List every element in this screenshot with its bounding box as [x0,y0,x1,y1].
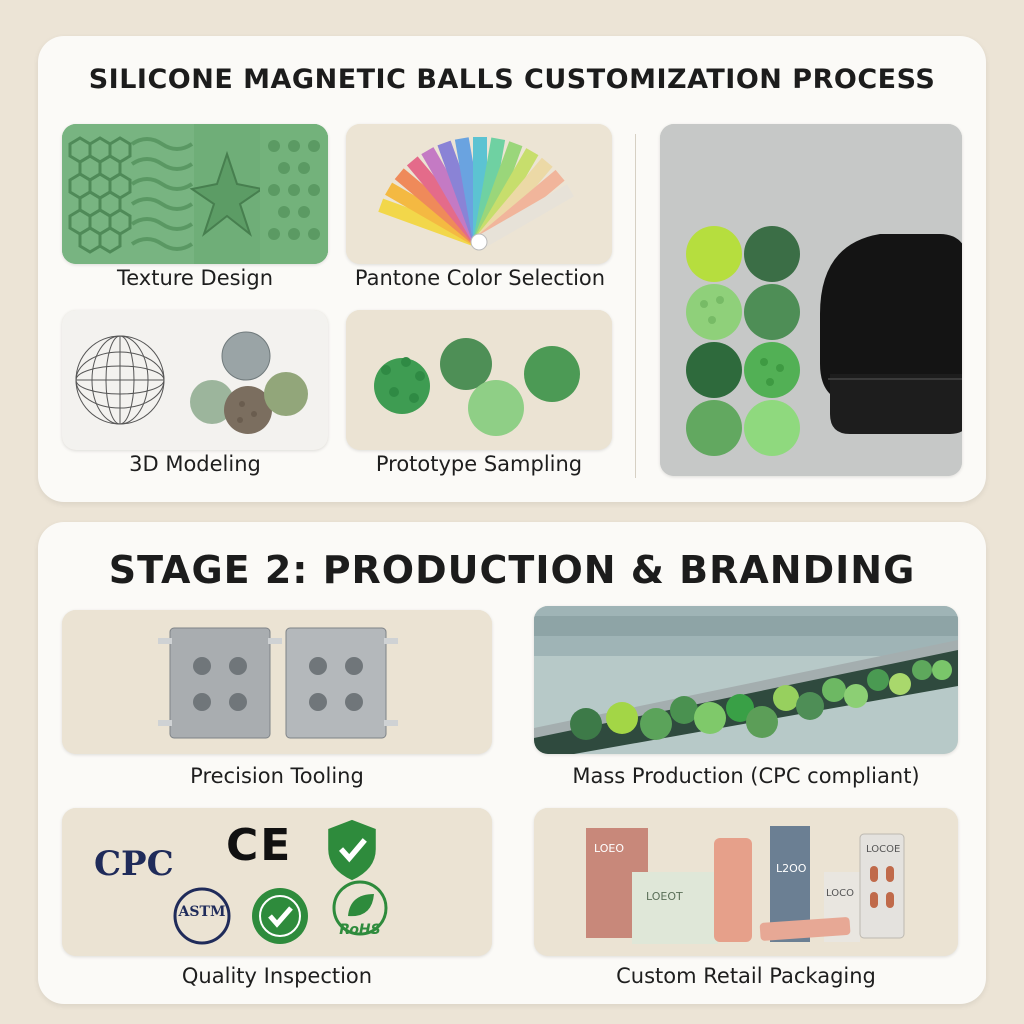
ce-logo: CE [226,820,293,871]
package-brand-2: LOEOT [646,890,683,903]
quality-inspection-card: CPC CE ASTM RoHS [62,808,492,956]
mass-production-label: Mass Production (CPC compliant) [572,764,920,788]
package-brand-3: L2OO [776,862,807,875]
shield-check-icon [328,819,376,881]
retail-packaging-label: Custom Retail Packaging [616,964,876,988]
texture-design-label: Texture Design [116,266,274,290]
mold-tooling-image [62,610,492,754]
texture-samples-image [62,124,328,264]
3d-model-image [62,310,328,450]
quality-inspection-label: Quality Inspection [181,964,373,988]
stage1-title: SILICONE MAGNETIC BALLS CUSTOMIZATION PR… [88,64,936,95]
package-brand-1: LOEO [594,842,625,855]
pantone-fan-image [346,124,612,264]
texture-design-card [62,124,328,264]
package-brand-5: LOCOE [866,844,901,855]
prototype-sampling-card [346,310,612,450]
prototype-balls-image [346,310,612,450]
precision-tooling-label: Precision Tooling [190,764,364,788]
rohs-leaf-icon [332,880,388,936]
stage2-panel: STAGE 2: PRODUCTION & BRANDING Precision… [38,522,986,1004]
section-divider [635,134,636,478]
cpc-logo: CPC [94,844,174,884]
stage2-title: STAGE 2: PRODUCTION & BRANDING [108,548,916,592]
prototype-sampling-label: Prototype Sampling [375,452,583,476]
astm-logo-text: ASTM [178,904,226,920]
retail-packaging-image [534,808,958,956]
pantone-color-label: Pantone Color Selection [354,266,606,290]
astm-logo [173,887,231,945]
3d-modeling-card [62,310,328,450]
pantone-color-card [346,124,612,264]
showcase-card [660,124,962,476]
rohs-logo-text: RoHS [339,922,381,938]
mass-production-card [534,606,958,754]
conveyor-belt-image [534,606,958,754]
finished-balls-and-case-image [660,124,962,476]
stage1-panel: SILICONE MAGNETIC BALLS CUSTOMIZATION PR… [38,36,986,502]
package-brand-4: LOCO [826,888,854,899]
retail-packaging-card: LOEO LOEOT L2OO LOCO LOCOE [534,808,958,956]
approved-badge-icon [252,888,308,944]
3d-modeling-label: 3D Modeling [129,452,261,476]
precision-tooling-card [62,610,492,754]
